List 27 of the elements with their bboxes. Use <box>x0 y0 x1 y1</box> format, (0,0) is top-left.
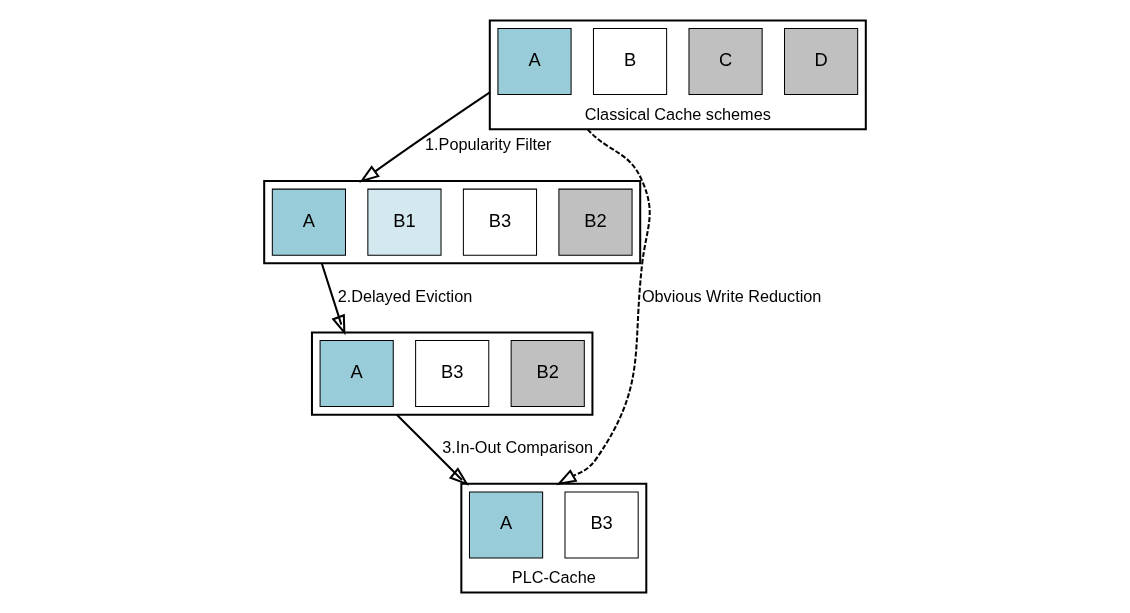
node-box: C <box>688 28 763 96</box>
node-box: B2 <box>558 188 633 256</box>
node-box: B3 <box>564 491 639 559</box>
node-box: A <box>319 340 394 408</box>
node-box: D <box>784 28 859 96</box>
arrow <box>359 91 491 183</box>
node-label: Classical Cache schemes <box>584 104 771 123</box>
node-box: A <box>468 491 544 559</box>
cluster <box>310 331 594 416</box>
node-box: B3 <box>415 340 490 408</box>
node-box: A <box>497 28 572 96</box>
arrow <box>556 128 651 486</box>
arrow <box>320 263 346 336</box>
edge-label: Obvious Write Reduction <box>641 286 822 305</box>
edge-label: 2.Delayed Eviction <box>337 286 473 305</box>
cluster <box>488 19 867 131</box>
node-label: PLC-Cache <box>511 568 596 587</box>
node-box: A <box>271 188 346 256</box>
node-box: B3 <box>462 188 538 256</box>
cluster <box>263 180 642 265</box>
cluster <box>460 482 648 594</box>
node-box: B1 <box>367 188 442 256</box>
node-box: B2 <box>510 340 585 408</box>
edge-label: 1.Popularity Filter <box>425 135 552 154</box>
edge-label: 3.In-Out Comparison <box>442 438 594 457</box>
node-box: B <box>592 28 668 96</box>
arrow <box>396 414 470 486</box>
